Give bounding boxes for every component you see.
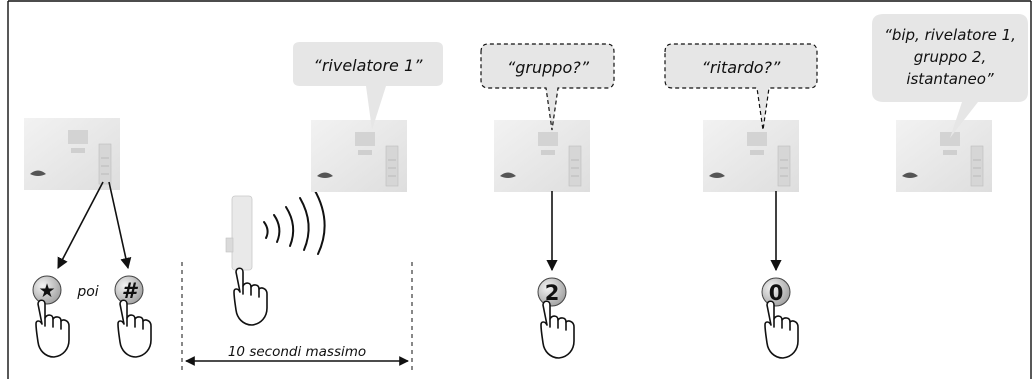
speech-bubble-final — [872, 14, 1028, 138]
bubble-final-line2: gruppo 2, — [914, 48, 987, 66]
bubble-gruppo-text: “gruppo?” — [507, 58, 590, 77]
key-2[interactable] — [537, 277, 567, 307]
bubble-rivelatore-text: “rivelatore 1” — [314, 56, 424, 75]
arrow-to-star — [57, 181, 104, 269]
hand-press-2-icon — [540, 300, 575, 359]
radio-waves-icon — [263, 188, 326, 255]
speech-bubble-gruppo — [480, 43, 615, 131]
bubble-final-line1: “bip, rivelatore 1, — [884, 26, 1016, 44]
poi-label: poi — [76, 284, 98, 300]
detector-device — [225, 195, 253, 271]
bubble-final-line3: istantaneo” — [906, 70, 994, 88]
control-panel-3 — [493, 119, 591, 193]
speech-bubble-rivelatore — [293, 42, 443, 130]
control-panel-4 — [702, 119, 800, 193]
hand-press-star-icon — [35, 299, 70, 358]
control-panel-1 — [23, 117, 121, 191]
control-panel-2 — [310, 119, 408, 193]
key-0[interactable] — [761, 277, 791, 307]
star-key-label: ★ — [38, 280, 55, 302]
arrow-to-hash — [108, 181, 132, 270]
hand-press-detector-icon — [233, 267, 268, 326]
hand-press-hash-icon — [117, 299, 152, 358]
hash-key-label: # — [122, 279, 139, 303]
hash-key[interactable] — [114, 275, 144, 305]
bubble-ritardo-text: “ritardo?” — [702, 58, 781, 77]
speech-bubble-ritardo — [664, 43, 818, 131]
key-2-label: 2 — [545, 281, 560, 305]
key-0-label: 0 — [769, 281, 784, 305]
star-key[interactable] — [32, 275, 62, 305]
timer-label: 10 secondi massimo — [228, 344, 366, 360]
hand-press-0-icon — [764, 300, 799, 359]
control-panel-5 — [895, 119, 993, 193]
